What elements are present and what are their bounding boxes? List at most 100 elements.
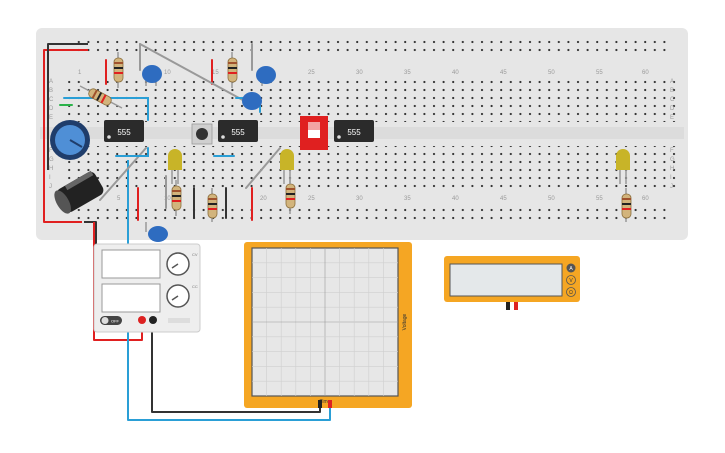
resistor-diagonal[interactable]	[79, 85, 123, 109]
power-supply[interactable]: CV CC OFF	[93, 243, 201, 333]
upper-terminal-strip[interactable]	[66, 78, 678, 122]
ceramic-capacitor-2[interactable]	[256, 66, 276, 86]
row-letter-h: H	[49, 166, 53, 172]
bottom-power-rail[interactable]	[76, 208, 666, 222]
row-letter-d-right: D	[670, 106, 675, 112]
ceramic-capacitor-1[interactable]	[142, 65, 162, 86]
col-num-bottom-35: 35	[404, 196, 411, 202]
svg-text:Ω: Ω	[569, 290, 573, 296]
psu-brand-mark	[168, 318, 190, 323]
col-num-bottom-60: 60	[642, 196, 649, 202]
wire-black-to-scope[interactable]	[151, 322, 321, 413]
led-3[interactable]	[616, 149, 630, 184]
wire-grey-diag-1[interactable]	[139, 43, 251, 105]
row-letter-c-right: C	[670, 97, 675, 103]
psu-current-knob[interactable]	[166, 284, 190, 308]
oscilloscope-probe-black[interactable]	[318, 400, 322, 408]
dip-switch[interactable]	[300, 116, 328, 150]
col-num-bottom-5: 5	[117, 196, 121, 202]
col-num-10: 10	[164, 70, 171, 76]
row-letter-c: C	[49, 97, 54, 103]
row-letter-e: E	[49, 115, 53, 121]
resistor-3[interactable]	[171, 180, 182, 216]
psu-off-label: OFF	[111, 319, 120, 324]
multimeter-probe-black[interactable]	[506, 302, 510, 310]
pushbutton[interactable]	[191, 123, 213, 145]
multimeter[interactable]: A V Ω	[444, 256, 580, 310]
electrolytic-capacitor[interactable]	[51, 170, 106, 217]
psu-terminal-positive[interactable]	[138, 316, 146, 324]
top-power-rail[interactable]	[76, 40, 666, 54]
chip-555-1[interactable]: 555	[104, 120, 144, 142]
col-num-1: 1	[78, 70, 82, 76]
row-letter-g-right: G	[670, 157, 675, 163]
ceramic-capacitor-3[interactable]	[242, 92, 262, 110]
chip-555-3[interactable]: 555	[334, 120, 374, 142]
chip-555-3-label: 555	[347, 128, 361, 137]
col-num-bottom-20: 20	[260, 196, 267, 202]
col-num-bottom-55: 55	[596, 196, 603, 202]
oscilloscope-grid	[252, 248, 398, 396]
row-letter-d: D	[49, 106, 54, 112]
col-num-30: 30	[356, 70, 363, 76]
oscilloscope-x-label: Time	[320, 399, 331, 405]
col-num-15: 15	[212, 70, 219, 76]
multimeter-mode-a[interactable]: A	[566, 263, 576, 273]
wire-red-left-loop[interactable]	[43, 49, 88, 223]
svg-text:V: V	[569, 278, 573, 284]
col-num-60: 60	[642, 70, 649, 76]
col-num-45: 45	[500, 70, 507, 76]
resistor-6[interactable]	[621, 188, 632, 222]
col-num-40: 40	[452, 70, 459, 76]
led-1[interactable]	[168, 149, 182, 184]
row-letter-j: J	[49, 184, 52, 190]
svg-text:A: A	[569, 266, 573, 272]
psu-voltage-knob[interactable]	[166, 252, 190, 276]
row-letter-b: B	[49, 88, 53, 94]
psu-display-current	[101, 283, 161, 313]
row-letter-f-right: F	[670, 148, 674, 154]
multimeter-mode-v[interactable]: V	[566, 275, 576, 285]
col-num-50: 50	[548, 70, 555, 76]
row-letter-e-right: E	[670, 115, 674, 121]
col-num-55: 55	[596, 70, 603, 76]
col-num-35: 35	[404, 70, 411, 76]
resistor-4[interactable]	[207, 188, 218, 222]
resistor-2[interactable]	[227, 52, 238, 88]
psu-terminal-negative[interactable]	[149, 316, 157, 324]
col-num-bottom-25: 25	[308, 196, 315, 202]
resistor-1[interactable]	[113, 52, 124, 88]
row-letter-i-right: I	[670, 175, 672, 181]
row-letter-h-right: H	[670, 166, 674, 172]
col-num-bottom-40: 40	[452, 196, 459, 202]
chip-555-2[interactable]: 555	[218, 120, 258, 142]
lower-terminal-strip[interactable]	[66, 146, 678, 190]
row-letter-b-right: B	[670, 88, 674, 94]
ceramic-capacitor-4[interactable]	[145, 222, 168, 242]
row-letter-a-right: A	[670, 79, 674, 85]
row-letter-i: I	[49, 175, 51, 181]
psu-display-voltage	[101, 249, 161, 279]
row-letter-j-right: J	[670, 184, 673, 190]
col-num-bottom-50: 50	[548, 196, 555, 202]
row-letter-g: G	[49, 157, 54, 163]
multimeter-mode-r[interactable]: Ω	[566, 287, 576, 297]
led-2[interactable]	[280, 149, 294, 184]
multimeter-probe-red[interactable]	[514, 302, 518, 310]
col-num-bottom-30: 30	[356, 196, 363, 202]
col-num-25: 25	[308, 70, 315, 76]
psu-knob-cc-label: CC	[192, 284, 198, 289]
oscilloscope[interactable]: Voltage Time	[244, 242, 412, 408]
oscilloscope-probe-red[interactable]	[328, 400, 332, 408]
potentiometer[interactable]	[50, 120, 90, 160]
chip-555-1-label: 555	[117, 128, 131, 137]
psu-off-button[interactable]: OFF	[100, 316, 122, 325]
row-letter-f: F	[49, 148, 53, 154]
psu-knob-cv-label: CV	[192, 252, 198, 257]
col-num-bottom-10: 10	[164, 196, 171, 202]
chip-555-2-label: 555	[231, 128, 245, 137]
wire-black-left-loop[interactable]	[47, 43, 88, 170]
wire-grey-diag-3[interactable]	[245, 147, 281, 189]
wire-blue-chip-bottom[interactable]	[115, 147, 149, 157]
